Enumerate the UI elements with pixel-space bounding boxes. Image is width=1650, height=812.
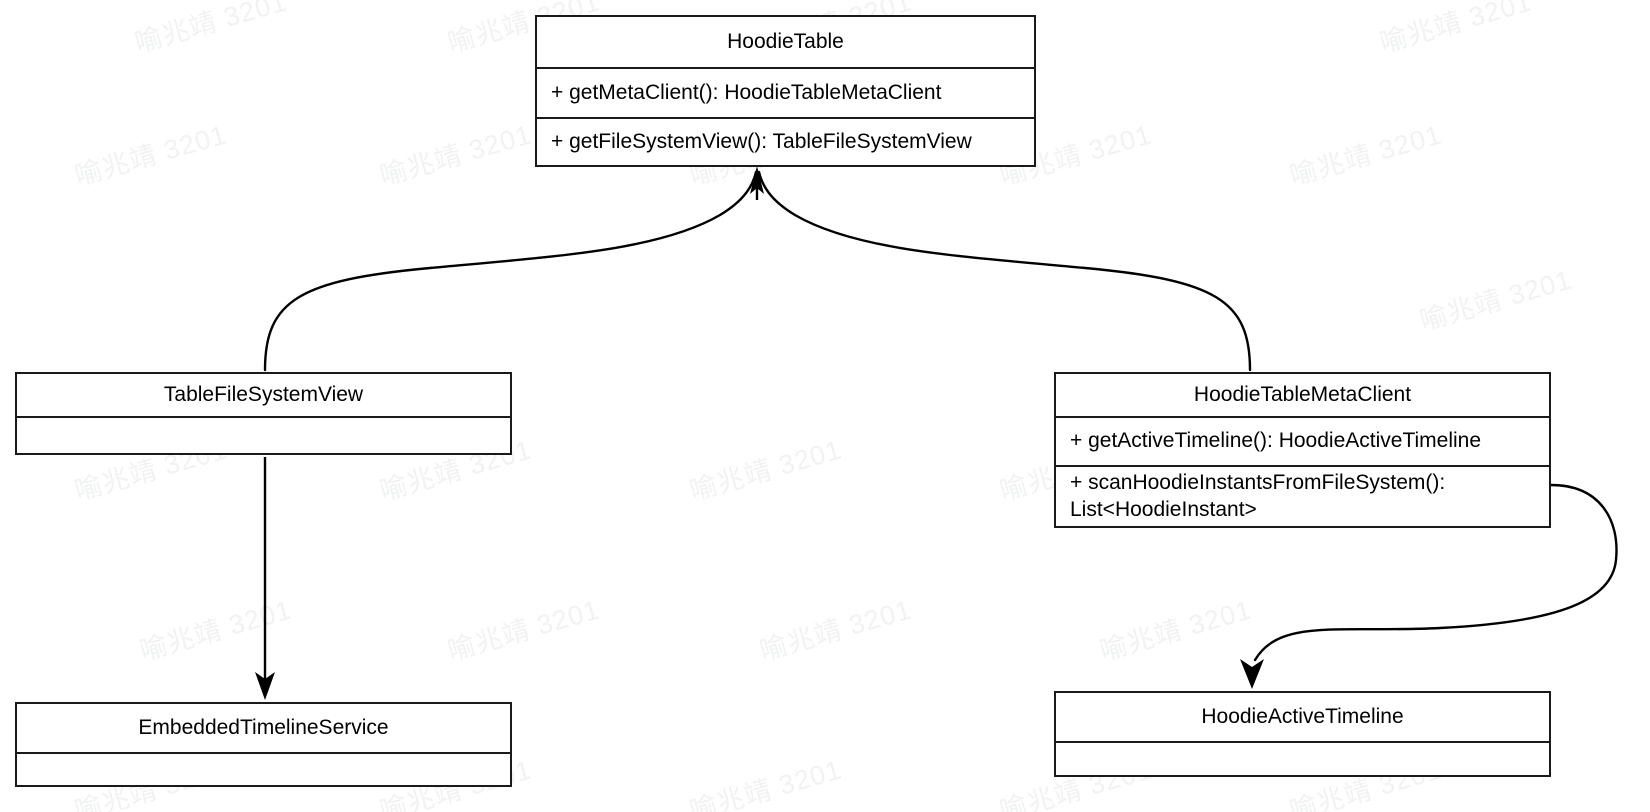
- class-method-hoodie-table-meta-client-0: + getActiveTimeline(): HoodieActiveTimel…: [1070, 429, 1482, 453]
- class-name-table-file-system-view: TableFileSystemView: [17, 374, 510, 418]
- arrowhead-into-hoodie-active-timeline: [1240, 659, 1264, 689]
- watermark-text: 喻兆靖 3201: [1376, 0, 1536, 59]
- class-box-hoodie-table[interactable]: HoodieTable + getMetaClient(): HoodieTab…: [535, 15, 1036, 167]
- watermark-text: 喻兆靖 3201: [1416, 264, 1576, 337]
- class-name-hoodie-table: HoodieTable: [537, 17, 1034, 69]
- arrowhead-into-embedded-timeline-service: [255, 672, 275, 700]
- watermark-text: 喻兆靖 3201: [686, 754, 846, 812]
- class-box-hoodie-table-meta-client[interactable]: HoodieTableMetaClient + getActiveTimelin…: [1054, 372, 1551, 528]
- class-method-hoodie-table-meta-client-1: + scanHoodieInstantsFromFileSystem(): Li…: [1056, 465, 1549, 526]
- edge-table-file-system-view-to-hoodie-table: [263, 170, 758, 372]
- edge-hoodie-table-meta-client-to-hoodie-table: [757, 170, 1252, 372]
- class-methods-embedded-timeline-service: [17, 754, 510, 785]
- arrowhead-into-hoodie-table: [750, 166, 764, 194]
- class-method-hoodie-table-1: + getFileSystemView(): TableFileSystemVi…: [537, 117, 1034, 165]
- class-methods-hoodie-active-timeline: [1056, 743, 1549, 775]
- watermark-text: 喻兆靖 3201: [1096, 594, 1256, 667]
- watermark-text: 喻兆靖 3201: [444, 594, 604, 667]
- class-name-hoodie-active-timeline: HoodieActiveTimeline: [1056, 693, 1549, 743]
- watermark-text: 喻兆靖 3201: [376, 119, 536, 192]
- class-methods-table-file-system-view: [17, 418, 510, 453]
- class-name-hoodie-table-meta-client: HoodieTableMetaClient: [1056, 374, 1549, 418]
- watermark-text: 喻兆靖 3201: [71, 119, 231, 192]
- watermark-text: 喻兆靖 3201: [756, 594, 916, 667]
- class-box-table-file-system-view[interactable]: TableFileSystemView: [15, 372, 512, 455]
- class-name-embedded-timeline-service: EmbeddedTimelineService: [17, 704, 510, 754]
- watermark-text: 喻兆靖 3201: [1286, 119, 1446, 192]
- watermark-text: 喻兆靖 3201: [131, 0, 291, 59]
- class-box-embedded-timeline-service[interactable]: EmbeddedTimelineService: [15, 702, 512, 787]
- class-method-hoodie-table-0: + getMetaClient(): HoodieTableMetaClient: [551, 80, 942, 104]
- watermark-text: 喻兆靖 3201: [686, 434, 846, 507]
- class-box-hoodie-active-timeline[interactable]: HoodieActiveTimeline: [1054, 691, 1551, 777]
- watermark-text: 喻兆靖 3201: [136, 594, 296, 667]
